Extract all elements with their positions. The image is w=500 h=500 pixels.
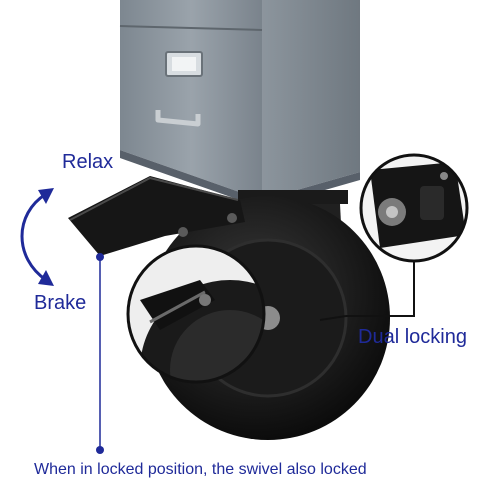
filing-cabinet bbox=[119, 0, 360, 208]
brake-closeup bbox=[126, 244, 266, 384]
pedal-pivot-2 bbox=[178, 227, 188, 237]
closeup-border-left bbox=[126, 244, 266, 384]
brake-label: Brake bbox=[34, 292, 87, 314]
drawer-handle bbox=[155, 110, 201, 127]
brake-pedal bbox=[68, 176, 245, 256]
pedal-pivot bbox=[227, 213, 237, 223]
cabinet-side bbox=[262, 0, 360, 200]
dual-locking-connector bbox=[346, 261, 415, 317]
caption-text: When in locked position, the swivel also… bbox=[34, 461, 367, 478]
label-card bbox=[172, 57, 196, 71]
dual-locking-label: Dual locking bbox=[358, 326, 467, 348]
relax-label: Relax bbox=[62, 151, 114, 173]
brake-pedal-edge bbox=[69, 176, 239, 221]
swivel-lock-closeup bbox=[359, 153, 469, 263]
drawer-seam bbox=[119, 25, 263, 31]
dual-locking-leader bbox=[319, 315, 347, 321]
cabinet-front bbox=[120, 0, 262, 200]
pointer-dot-icon bbox=[96, 253, 104, 454]
curved-double-arrow-icon bbox=[20, 188, 54, 286]
